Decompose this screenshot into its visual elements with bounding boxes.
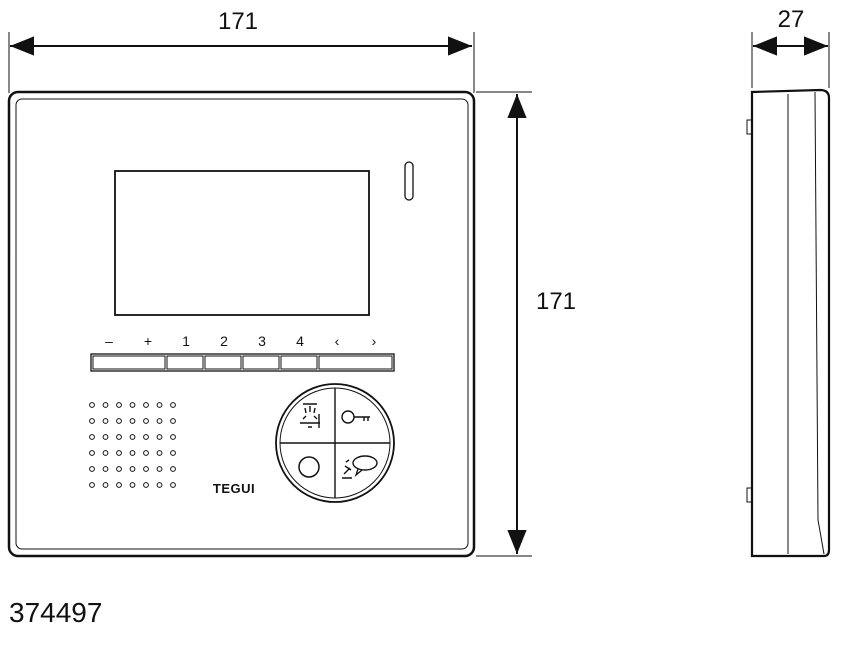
grille-hole xyxy=(170,418,176,424)
brand-logo: TEGUI xyxy=(213,481,255,496)
grille-hole xyxy=(156,482,163,488)
grille-hole xyxy=(102,466,109,472)
navigation-button[interactable] xyxy=(318,355,393,370)
key-label-minus: – xyxy=(105,333,113,349)
key-2-button[interactable] xyxy=(204,355,242,370)
depth-dimension: 27 xyxy=(751,6,830,88)
grille-hole xyxy=(89,450,95,456)
grille-hole xyxy=(89,434,95,440)
door-light-icon[interactable] xyxy=(300,403,320,428)
grille-hole xyxy=(102,434,109,440)
grille-hole xyxy=(129,450,136,456)
speaker-grille xyxy=(89,402,176,488)
door-key-icon[interactable] xyxy=(341,410,370,424)
grille-hole xyxy=(143,418,149,424)
grille-hole xyxy=(102,450,109,456)
grille-hole xyxy=(129,482,136,488)
width-dimension: 171 xyxy=(8,8,475,93)
front-view: – + 1 2 3 4 ‹ › TEGUI xyxy=(7,90,476,558)
side-view xyxy=(746,88,831,558)
camera-slot xyxy=(404,161,414,201)
grille-hole xyxy=(143,402,149,408)
grille-hole xyxy=(129,466,136,472)
grille-hole xyxy=(116,418,122,424)
grille-hole xyxy=(143,482,149,488)
grille-hole xyxy=(116,482,122,488)
grille-hole xyxy=(156,466,163,472)
grille-hole xyxy=(89,418,95,424)
grille-hole xyxy=(143,450,149,456)
handset-call-icon[interactable] xyxy=(342,455,378,479)
function-keypad xyxy=(275,383,395,503)
grille-hole xyxy=(170,402,176,408)
grille-hole xyxy=(89,466,95,472)
grille-hole xyxy=(170,450,176,456)
grille-hole xyxy=(116,434,122,440)
side-clip-bottom xyxy=(746,487,753,503)
key-label-3: 3 xyxy=(258,333,266,349)
answer-circle-icon[interactable] xyxy=(298,456,320,478)
grille-hole xyxy=(116,450,122,456)
key-label-next: › xyxy=(372,333,377,349)
key-4-button[interactable] xyxy=(280,355,318,370)
grille-hole xyxy=(129,402,136,408)
grille-hole xyxy=(116,402,122,408)
grille-hole xyxy=(102,418,109,424)
grille-hole xyxy=(89,402,95,408)
grille-hole xyxy=(170,482,176,488)
grille-hole xyxy=(143,434,149,440)
grille-hole xyxy=(129,434,136,440)
side-clip-top xyxy=(746,119,753,135)
grille-hole xyxy=(170,466,176,472)
depth-dimension-label: 27 xyxy=(778,6,805,33)
grille-hole xyxy=(156,418,163,424)
grille-hole xyxy=(143,466,149,472)
width-dimension-label: 171 xyxy=(218,8,258,35)
height-dimension-label: 171 xyxy=(536,288,576,315)
key-label-2: 2 xyxy=(220,333,228,349)
product-code: 374497 xyxy=(9,597,102,628)
key-label-4: 4 xyxy=(296,333,304,349)
grille-hole xyxy=(156,450,163,456)
display-screen xyxy=(114,170,370,316)
grille-hole xyxy=(156,434,163,440)
height-dimension: 171 xyxy=(476,91,576,557)
key-1-button[interactable] xyxy=(166,355,204,370)
grille-hole xyxy=(116,466,122,472)
keypad-buttons xyxy=(90,353,395,372)
grille-hole xyxy=(170,434,176,440)
keypad-labels: – + 1 2 3 4 ‹ › xyxy=(105,333,377,349)
grille-hole xyxy=(102,482,109,488)
key-label-plus: + xyxy=(144,333,152,349)
grille-hole xyxy=(102,402,109,408)
volume-button[interactable] xyxy=(92,355,166,370)
key-label-1: 1 xyxy=(182,333,190,349)
grille-hole xyxy=(129,418,136,424)
grille-hole xyxy=(89,482,95,488)
grille-hole xyxy=(156,402,163,408)
key-3-button[interactable] xyxy=(242,355,280,370)
key-label-prev: ‹ xyxy=(335,333,340,349)
